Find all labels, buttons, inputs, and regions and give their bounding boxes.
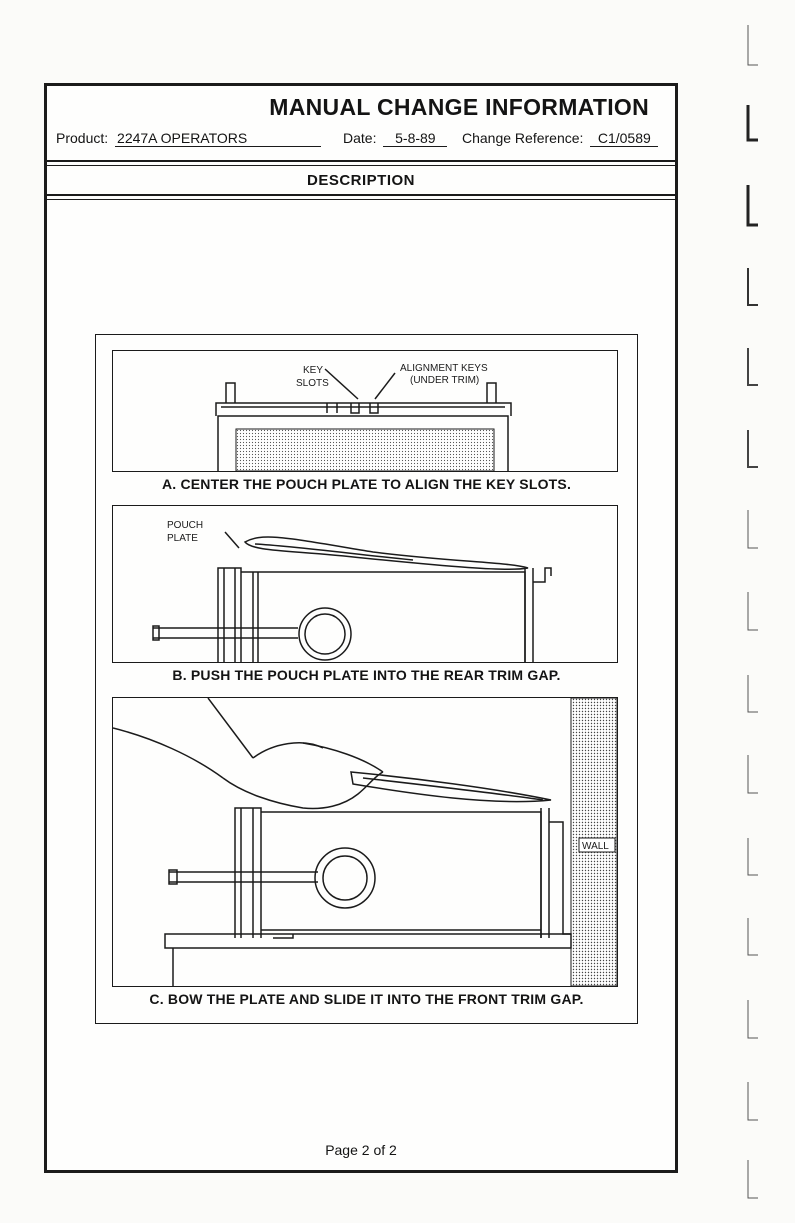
- form-title: MANUAL CHANGE INFORMATION: [269, 94, 649, 120]
- change-reference-field: Change Reference: C1/0589: [462, 130, 659, 147]
- panel-b-caption: B. PUSH THE POUCH PLATE INTO THE REAR TR…: [172, 667, 561, 683]
- change-reference-label: Change Reference:: [462, 130, 584, 146]
- wall-label: WALL: [582, 841, 609, 852]
- installation-figure: KEY SLOTS ALIGNMENT KEYS (UNDER TRIM) A.…: [95, 334, 638, 1024]
- pouch-plate-label-line1: POUCH: [167, 520, 203, 531]
- binder-edge-marks: [746, 25, 758, 1199]
- page-number: Page 2 of 2: [325, 1142, 397, 1158]
- change-reference-value: C1/0589: [590, 130, 659, 147]
- header-divider-2: [47, 165, 675, 166]
- date-field: Date: 5-8-89: [343, 130, 448, 147]
- panel-a-illustration: KEY SLOTS ALIGNMENT KEYS (UNDER TRIM): [112, 350, 618, 472]
- key-slots-label-line1: KEY: [303, 365, 323, 376]
- panel-b-illustration: POUCH PLATE: [112, 505, 618, 663]
- date-value: 5-8-89: [383, 130, 448, 147]
- product-value: 2247A OPERATORS: [115, 130, 322, 147]
- product-field: Product: 2247A OPERATORS: [56, 130, 322, 147]
- panel-a-caption: A. CENTER THE POUCH PLATE TO ALIGN THE K…: [161, 476, 572, 492]
- header-divider: [47, 160, 675, 162]
- description-divider-2: [47, 199, 675, 200]
- key-slots-label-line2: SLOTS: [296, 378, 329, 389]
- pouch-plate-label-line2: PLATE: [167, 533, 198, 544]
- alignment-keys-label-line2: (UNDER TRIM): [410, 375, 479, 386]
- product-label: Product:: [56, 130, 109, 146]
- alignment-keys-label-line1: ALIGNMENT KEYS: [400, 363, 488, 374]
- manual-change-form: MANUAL CHANGE INFORMATION Product: 2247A…: [44, 83, 678, 1173]
- date-label: Date:: [343, 130, 377, 146]
- description-divider: [47, 194, 675, 196]
- panel-c-caption: C. BOW THE PLATE AND SLIDE IT INTO THE F…: [149, 991, 584, 1007]
- panel-c-illustration: WALL: [112, 697, 618, 987]
- description-heading: DESCRIPTION: [306, 172, 415, 189]
